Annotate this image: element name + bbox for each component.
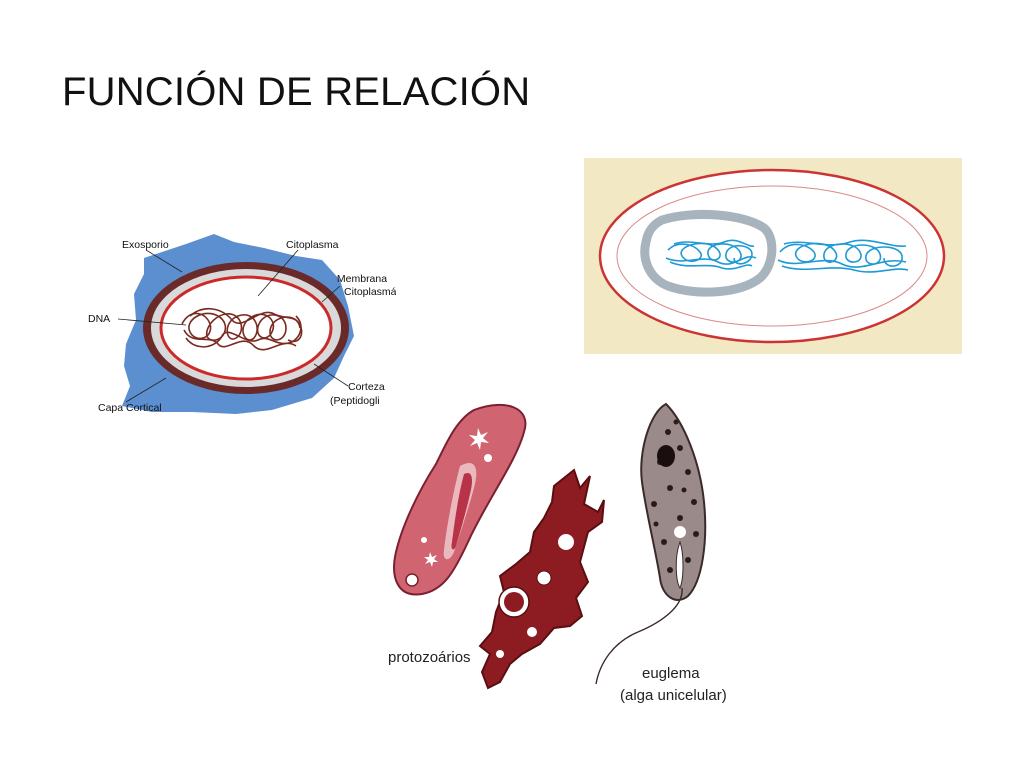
label-dna: DNA — [88, 313, 110, 325]
bacteria-diagram — [584, 158, 962, 354]
label-capa-cortical: Capa Cortical — [98, 402, 162, 414]
label-euglena-1: euglema — [642, 665, 700, 682]
dna-strand-left — [665, 239, 757, 270]
label-euglena-2: (alga unicelular) — [620, 687, 727, 704]
slide-title: FUNCIÓN DE RELACIÓN — [62, 70, 531, 114]
label-protozoa: protozoários — [388, 649, 471, 666]
euglena-cell — [595, 402, 707, 685]
inner-membrane — [616, 185, 928, 327]
cell-ring — [640, 209, 777, 297]
label-citoplasma: Citoplasma — [286, 239, 339, 251]
label-membrana-1: Membrana — [337, 273, 387, 285]
membrana-layer — [159, 275, 333, 381]
label-corteza-2: (Peptidogli — [330, 395, 380, 407]
amoeba-cell — [478, 468, 605, 690]
protozoa-diagram: protozoários euglema (alga unicelular) — [384, 392, 748, 710]
label-exosporio: Exosporio — [122, 239, 169, 251]
spore-diagram: Exosporio Citoplasma Membrana Citoplasmá… — [86, 228, 396, 428]
dna-coil — [181, 308, 303, 351]
paramecium-cell — [393, 403, 527, 596]
dna-strand-right — [777, 239, 909, 273]
label-membrana-2: Citoplasmática — [344, 286, 396, 298]
label-corteza-1: Corteza — [348, 381, 385, 393]
